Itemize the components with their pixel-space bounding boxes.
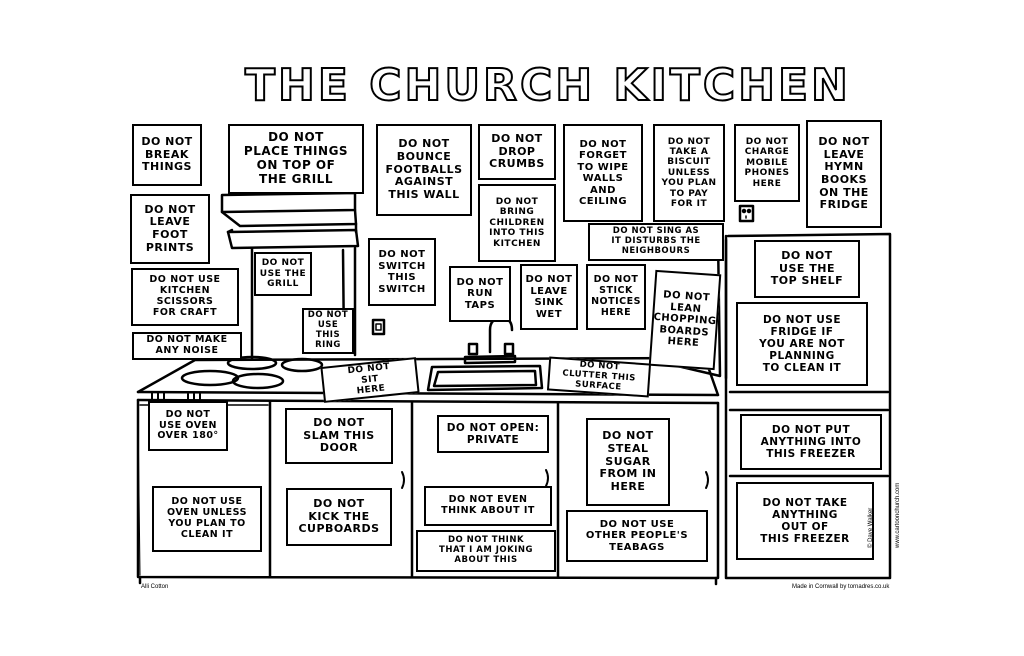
note-hymn-books: DO NOT LEAVE HYMN BOOKS ON THE FRIDGE — [806, 120, 882, 228]
note-open-private: DO NOT OPEN: PRIVATE — [437, 415, 549, 453]
note-run-taps: DO NOT RUN TAPS — [449, 266, 511, 322]
note-switch: DO NOT SWITCH THIS SWITCH — [368, 238, 436, 306]
note-think-about: DO NOT EVEN THINK ABOUT IT — [424, 486, 552, 526]
cupboards — [136, 398, 720, 586]
note-sing: DO NOT SING AS IT DISTURBS THE NEIGHBOUR… — [588, 223, 724, 261]
fridge-freezer — [724, 232, 892, 580]
range-hood — [220, 191, 360, 250]
note-oven-180: DO NOT USE OVEN OVER 180° — [148, 401, 228, 451]
hob-rings — [180, 355, 324, 390]
note-make-noise: DO NOT MAKE ANY NOISE — [132, 332, 242, 360]
credit-artist: Alli Cotton — [141, 584, 169, 590]
note-drop-crumbs: DO NOT DROP CRUMBS — [478, 124, 556, 180]
note-use-ring: DO NOT USE THIS RING — [302, 308, 354, 354]
note-put-freezer: DO NOT PUT ANYTHING INTO THIS FREEZER — [740, 414, 882, 470]
note-stick-notices: DO NOT STICK NOTICES HERE — [586, 264, 646, 330]
credit-printer: Made in Cornwall by tornadres.co.uk — [792, 584, 890, 590]
note-joking: DO NOT THINK THAT I AM JOKING ABOUT THIS — [416, 530, 556, 572]
poster-title: THE CHURCH KITCHEN — [244, 60, 851, 111]
credit-copyright: © Dave Walker — [868, 507, 874, 548]
note-oven-clean: DO NOT USE OVEN UNLESS YOU PLAN TO CLEAN… — [152, 486, 262, 552]
note-clutter-surface: DO NOT CLUTTER THIS SURFACE — [546, 356, 652, 398]
sink — [426, 316, 544, 392]
note-teabags: DO NOT USE OTHER PEOPLE'S TEABAGS — [566, 510, 708, 562]
light-switch — [371, 318, 386, 336]
note-take-biscuit: DO NOT TAKE A BISCUIT UNLESS YOU PLAN TO… — [653, 124, 725, 222]
note-fridge-clean: DO NOT USE FRIDGE IF YOU ARE NOT PLANNIN… — [736, 302, 868, 386]
note-kick-cupboards: DO NOT KICK THE CUPBOARDS — [286, 488, 392, 546]
note-bring-children: DO NOT BRING CHILDREN INTO THIS KITCHEN — [478, 184, 556, 262]
note-steal-sugar: DO NOT STEAL SUGAR FROM IN HERE — [586, 418, 670, 506]
note-leave-sink-wet: DO NOT LEAVE SINK WET — [520, 264, 578, 330]
note-scissors: DO NOT USE KITCHEN SCISSORS FOR CRAFT — [131, 268, 239, 326]
wall-socket — [738, 204, 755, 223]
note-lean-boards: DO NOT LEAN CHOPPING BOARDS HERE — [648, 269, 722, 371]
note-use-grill: DO NOT USE THE GRILL — [254, 252, 312, 296]
note-slam-door: DO NOT SLAM THIS DOOR — [285, 408, 393, 464]
note-charge-phones: DO NOT CHARGE MOBILE PHONES HERE — [734, 124, 800, 202]
note-place-things-grill: DO NOT PLACE THINGS ON TOP OF THE GRILL — [228, 124, 364, 194]
note-bounce-footballs: DO NOT BOUNCE FOOTBALLS AGAINST THIS WAL… — [376, 124, 472, 216]
note-forget-wipe: DO NOT FORGET TO WIPE WALLS AND CEILING — [563, 124, 643, 222]
note-top-shelf: DO NOT USE THE TOP SHELF — [754, 240, 860, 298]
credit-website: www.cartoonchurch.com — [895, 482, 901, 548]
note-foot-prints: DO NOT LEAVE FOOT PRINTS — [130, 194, 210, 264]
note-break-things: DO NOT BREAK THINGS — [132, 124, 202, 186]
note-take-freezer: DO NOT TAKE ANYTHING OUT OF THIS FREEZER — [736, 482, 874, 560]
